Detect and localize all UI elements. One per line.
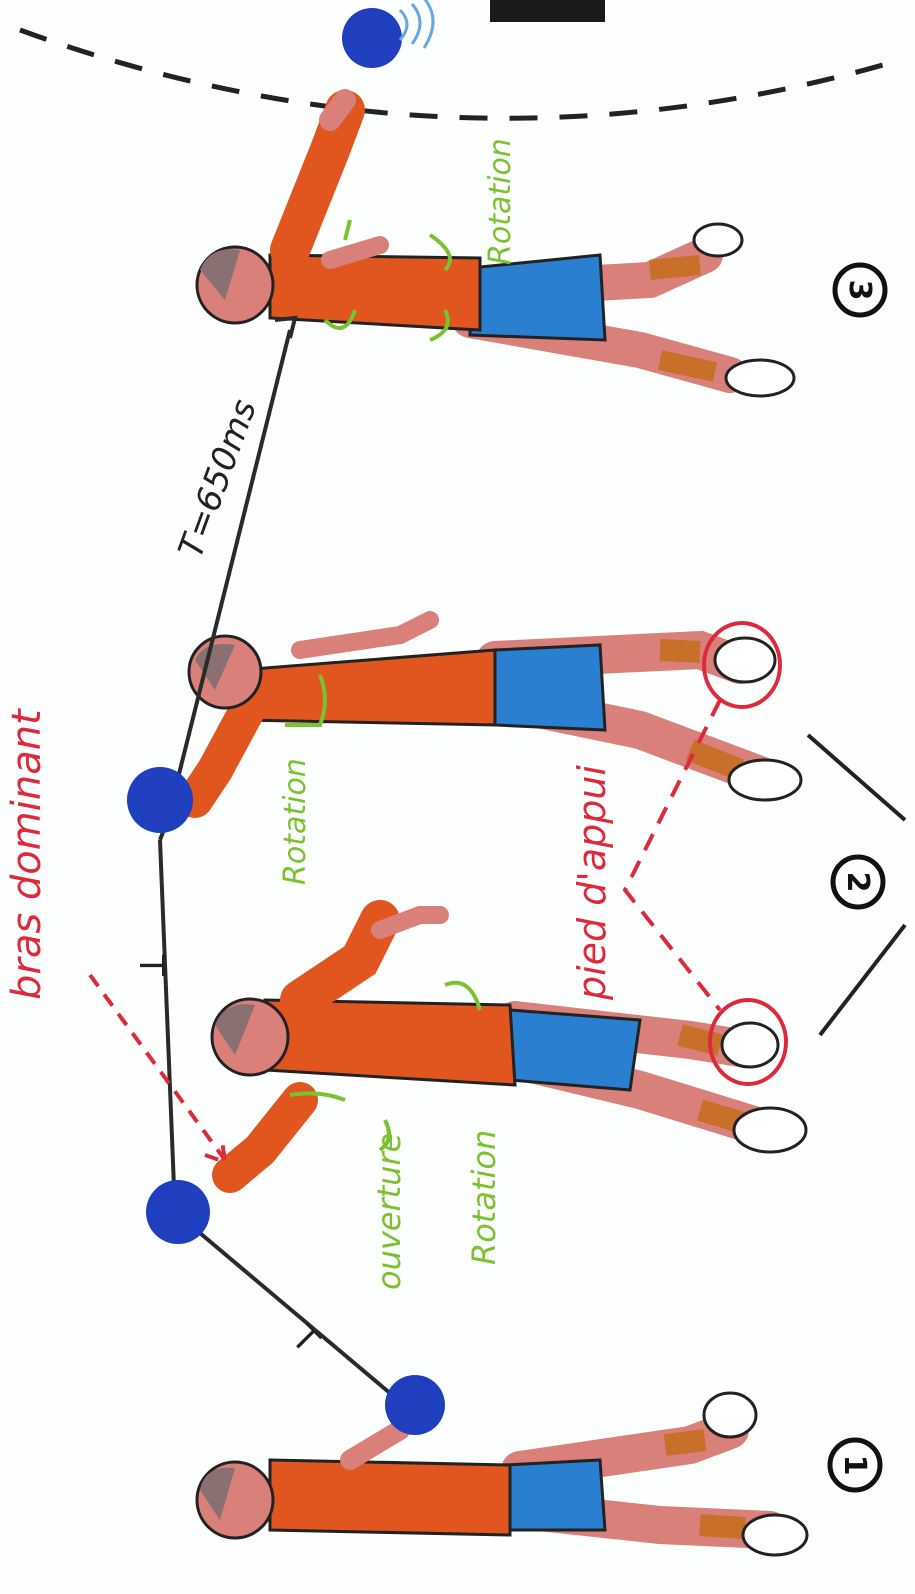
ball-stage-1 xyxy=(385,1375,445,1435)
stage-1-marker: 1 xyxy=(830,1440,880,1490)
stage-1-number: 1 xyxy=(837,1455,872,1476)
dominant-arm-arrow xyxy=(90,975,225,1162)
stage-2-number: 2 xyxy=(840,872,875,893)
ball-stage-2b xyxy=(127,767,193,833)
ball-stage-2a xyxy=(146,1180,210,1244)
stage-3-number: 3 xyxy=(842,280,877,301)
stage-2-marker: 2 xyxy=(833,857,883,907)
goal-area-dashed-line xyxy=(20,30,900,118)
ball-in-goal xyxy=(342,0,433,68)
rotation-label-stage2b: Rotation xyxy=(278,758,313,885)
opening-label: ouverture xyxy=(370,1133,408,1290)
player-stage-1 xyxy=(197,1393,807,1555)
support-foot-label: pied d'appui xyxy=(570,765,614,1001)
player-stage-2a xyxy=(212,915,806,1175)
dominant-arm-label: bras dominant xyxy=(4,708,50,1000)
rotation-label-stage1: Rotation xyxy=(465,1130,503,1265)
rotation-label-stage3-top: Rotation xyxy=(483,138,518,265)
stage-3-marker: 3 xyxy=(835,265,885,315)
time-t2-label: T xyxy=(283,1317,327,1361)
time-t1-label: T xyxy=(131,954,171,976)
goal-post xyxy=(490,0,605,22)
